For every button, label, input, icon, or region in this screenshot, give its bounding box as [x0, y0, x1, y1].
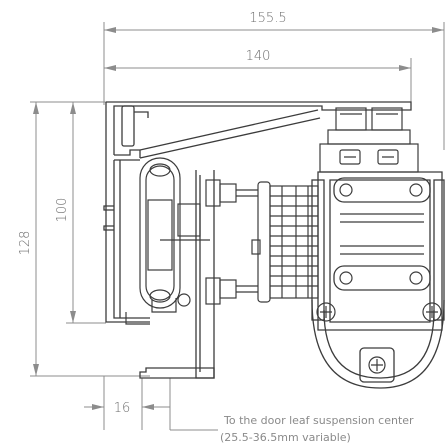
bolt-icon: [339, 271, 353, 285]
guide-roller: [125, 157, 210, 325]
aluminium-profile: [103, 101, 412, 379]
bolt-icon: [409, 271, 423, 285]
bolt-icon: [368, 356, 386, 374]
dim-inner-width-label: 140: [246, 49, 271, 64]
bolts: [316, 183, 442, 374]
bolt-icon: [316, 302, 336, 322]
bolt-icon: [409, 183, 423, 197]
dim-overall-width-label: 155.5: [249, 11, 286, 26]
top-clamps: [319, 107, 419, 173]
mounting-bracket: [177, 179, 261, 305]
bolt-icon: [339, 183, 353, 197]
note-line-1: To the door leaf suspension center: [223, 414, 414, 427]
pulley: [257, 181, 319, 303]
dimension-arrows: [33, 27, 444, 410]
dim-overall-height-label: 128: [18, 231, 33, 256]
note-line-2: (25.5-36.5mm variable): [220, 431, 351, 443]
dim-inner-height-label: 100: [55, 198, 70, 223]
dim-offset-label: 16: [114, 401, 131, 416]
motor-housing: [311, 171, 445, 389]
bolt-icon: [422, 302, 442, 322]
dimension-lines: [30, 22, 445, 431]
